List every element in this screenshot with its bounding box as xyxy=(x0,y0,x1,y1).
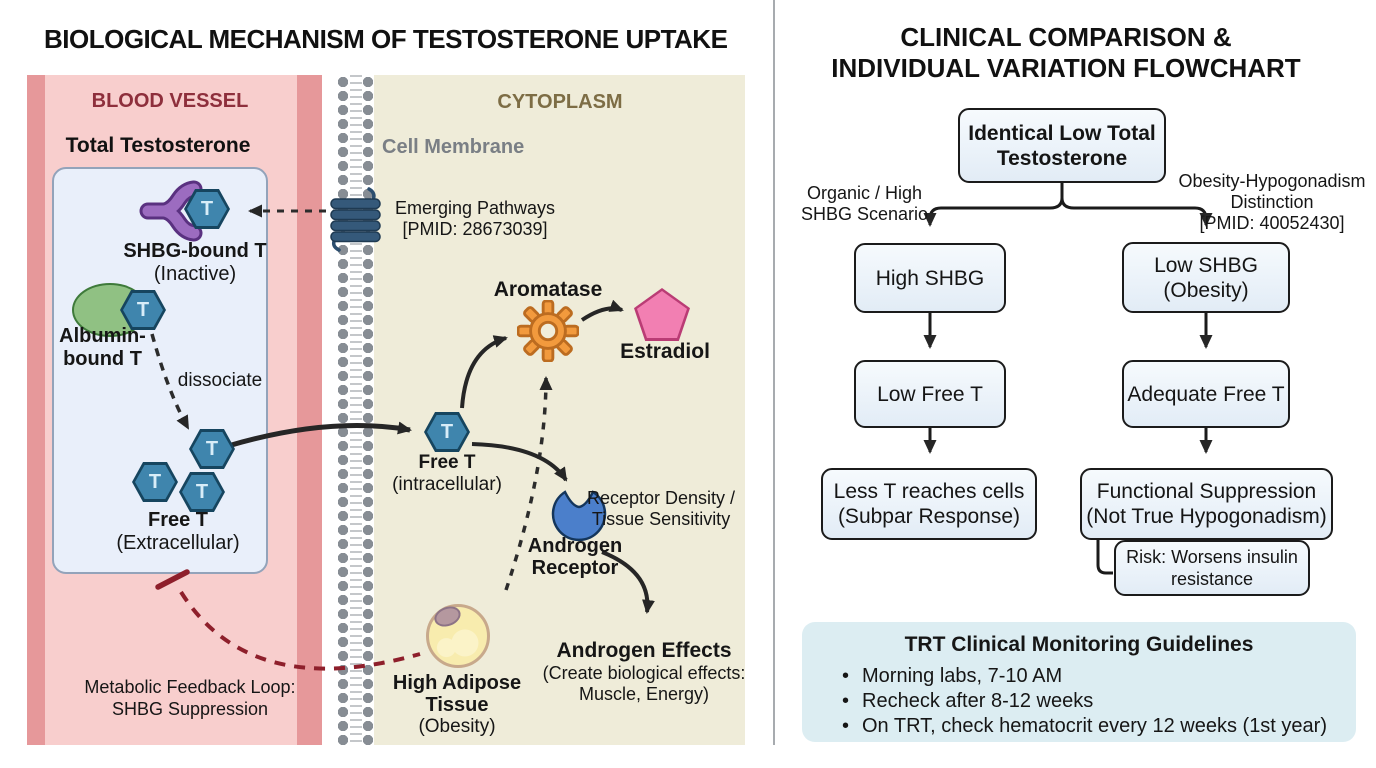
free-t-intracellular-label: Free T (intracellular) xyxy=(392,452,502,495)
cytoplasm-label: CYTOPLASM xyxy=(497,91,623,113)
guideline-item: On TRT, check hematocrit every 12 weeks … xyxy=(836,714,1346,739)
estradiol-label: Estradiol xyxy=(620,340,710,363)
flow-node-high-shbg: High SHBG xyxy=(854,243,1006,313)
right-panel-title: CLINICAL COMPARISON & INDIVIDUAL VARIATI… xyxy=(831,22,1301,83)
vessel-wall-right xyxy=(297,75,322,745)
aromatase-label: Aromatase xyxy=(493,278,603,301)
dissociate-label: dissociate xyxy=(177,370,263,391)
flow-node-low-shbg: Low SHBG (Obesity) xyxy=(1122,242,1290,313)
albumin-testosterone-hexagon: T xyxy=(120,290,166,330)
vessel-wall-left xyxy=(27,75,45,745)
free-t-hexagon: T xyxy=(132,462,178,502)
androgen-receptor-label: Androgen Receptor xyxy=(527,535,623,579)
androgen-effects-label: Androgen Effects (Create biological effe… xyxy=(542,639,746,704)
total-testosterone-label: Total Testosterone xyxy=(65,134,251,157)
flow-node-less-t-reaches-cells: Less T reaches cells (Subpar Response) xyxy=(821,468,1037,540)
trt-guidelines-title: TRT Clinical Monitoring Guidelines xyxy=(904,633,1254,656)
flow-node-risk: Risk: Worsens insulin resistance xyxy=(1114,540,1310,596)
estradiol-pentagon-icon xyxy=(634,288,690,341)
left-panel-title: BIOLOGICAL MECHANISM OF TESTOSTERONE UPT… xyxy=(44,24,728,54)
panel-divider xyxy=(773,0,775,745)
left-branch-annotation: Organic / High SHBG Scenario xyxy=(800,183,929,224)
flow-node-low-free-t: Low Free T xyxy=(854,360,1006,428)
shbg-testosterone-hexagon: T xyxy=(184,189,230,229)
flow-node-identical-low-total-t: Identical Low Total Testosterone xyxy=(958,108,1166,183)
free-t-hexagon: T xyxy=(179,472,225,512)
shbg-bound-t-label: SHBG-bound T (Inactive) xyxy=(123,240,267,285)
flow-node-adequate-free-t: Adequate Free T xyxy=(1122,360,1290,428)
membrane-transporter-icon xyxy=(330,187,381,252)
free-t-hexagon: T xyxy=(189,429,235,469)
receptor-density-label: Receptor Density / Tissue Sensitivity xyxy=(586,488,736,529)
metabolic-feedback-label: Metabolic Feedback Loop: SHBG Suppressio… xyxy=(84,677,296,719)
shbg-protein-icon xyxy=(139,180,203,242)
free-t-intracellular-hexagon: T xyxy=(424,412,470,452)
free-t-extracellular-label: Free T (Extracellular) xyxy=(116,509,240,554)
trt-guidelines-list: Morning labs, 7-10 AM Recheck after 8-12… xyxy=(836,664,1346,739)
aromatase-gear-icon xyxy=(517,300,579,362)
androgen-receptor-icon xyxy=(551,490,607,542)
flow-node-functional-suppression: Functional Suppression (Not True Hypogon… xyxy=(1080,468,1333,540)
right-branch-annotation: Obesity-Hypogonadism Distinction [PMID: … xyxy=(1178,171,1366,233)
adipose-tissue-label: High Adipose Tissue (Obesity) xyxy=(392,672,522,737)
albumin-bound-t-label: Albumin- bound T xyxy=(59,325,146,370)
guideline-item: Morning labs, 7-10 AM xyxy=(836,664,1346,689)
cell-membrane-bilayer xyxy=(337,75,374,745)
guideline-item: Recheck after 8-12 weeks xyxy=(836,689,1346,714)
emerging-pathways-label: Emerging Pathways [PMID: 28673039] xyxy=(394,198,556,239)
blood-vessel-label: BLOOD VESSEL xyxy=(91,90,249,112)
cell-membrane-label: Cell Membrane xyxy=(382,136,525,158)
